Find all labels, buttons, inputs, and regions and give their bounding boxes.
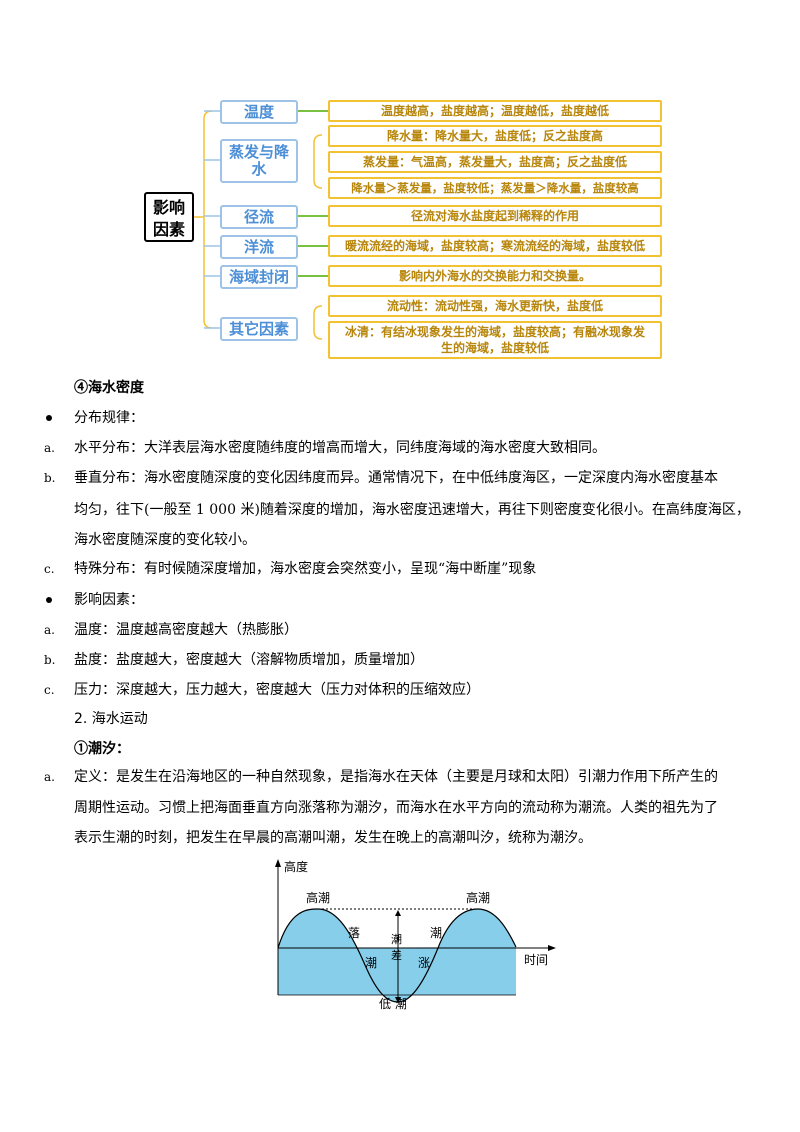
leaf-temperature: 温度越高，盐度越高；温度越低，盐度越低: [328, 100, 662, 122]
category-runoff: 径流: [220, 205, 298, 229]
vertical-distribution-line2: 均匀，往下(一般至 1 000 米)随着深度的增加，海水密度迅速增大，再往下则密…: [74, 502, 750, 518]
tide-definition-line1: 定义：是发生在沿海地区的一种自然现象，是指海水在天体（主要是月球和太阳）引潮力作…: [74, 769, 718, 785]
factor-salinity: 盐度：盐度越大，密度越大（溶解物质增加，质量增加）: [74, 652, 424, 668]
tide-definition-line2: 周期性运动。习惯上把海面垂直方向涨落称为潮汐，而海水在水平方向的流动称为潮流。人…: [74, 800, 718, 816]
category-enclosed-sea: 海域封闭: [220, 265, 298, 289]
category-evaporation: 蒸发与降 水: [220, 139, 298, 183]
special-distribution: 特殊分布：有时候随深度增加，海水密度会突然变小，呈现“海中断崖”现象: [74, 561, 537, 577]
bullet-icon: [46, 597, 52, 603]
factors-title: 影响因素：: [74, 592, 144, 608]
tide-definition-line3: 表示生潮的时刻，把发生在早晨的高潮叫潮，发生在晚上的高潮叫汐，统称为潮汐。: [74, 830, 592, 846]
list-marker: a.: [44, 770, 55, 784]
leaf-mobility: 流动性：流动性强，海水更新快，盐度低: [328, 295, 662, 317]
category-temperature: 温度: [220, 100, 298, 124]
water-fill-bottom: [278, 947, 516, 995]
rising-label-1: 涨: [418, 955, 430, 970]
range-label-2: 差: [391, 948, 402, 962]
mindmap-connectors: [194, 110, 328, 340]
falling-label-2: 潮: [365, 955, 377, 970]
x-axis-label: 时间: [524, 953, 548, 967]
rising-label-2: 潮: [430, 925, 442, 940]
leaf-precipitation: 降水量：降水量大，盐度低；反之盐度高: [328, 125, 662, 147]
y-axis-arrow: [275, 859, 281, 867]
range-label-1: 潮: [391, 932, 402, 946]
y-axis-label: 高度: [284, 859, 308, 874]
factor-temperature: 温度：温度越高密度越大（热膨胀）: [74, 622, 298, 638]
leaf-balance: 降水量＞蒸发量，盐度较低；蒸发量＞降水量，盐度较高: [328, 177, 662, 199]
motion-heading: 2. 海水运动: [74, 711, 148, 727]
high-tide-right-label: 高潮: [466, 890, 490, 905]
leaf-runoff: 径流对海水盐度起到稀释的作用: [328, 205, 662, 227]
low-tide-label: 低 潮: [379, 996, 407, 1011]
list-marker: a.: [44, 623, 55, 637]
leaf-ice: 冰清：有结冰现象发生的海域，盐度较高；有融冰现象发 生的海域，盐度较低: [328, 321, 662, 359]
tide-subheading: ①潮汐：: [74, 741, 130, 757]
factor-pressure: 压力：深度越大，压力越大，密度越大（压力对体积的压缩效应）: [74, 682, 480, 698]
horizontal-distribution: 水平分布：大洋表层海水密度随纬度的增高而增大，同纬度海域的海水密度大致相同。: [74, 440, 606, 456]
list-marker: b.: [44, 471, 56, 485]
list-marker: c.: [44, 562, 55, 576]
list-marker: a.: [44, 441, 55, 455]
category-other: 其它因素: [220, 317, 298, 341]
distribution-title: 分布规律：: [74, 410, 144, 426]
high-tide-left-label: 高潮: [306, 890, 330, 905]
tide-diagram: 高度 时间 高潮 高潮 低 潮 落 潮 潮 差 涨 潮: [275, 859, 556, 1011]
vertical-distribution-line1: 垂直分布：海水密度随深度的变化因纬度而异。通常情况下，在中低纬度海区，一定深度内…: [74, 470, 718, 486]
falling-label-1: 落: [348, 926, 360, 940]
leaf-current: 暖流流经的海域，盐度较高；寒流流经的海域，盐度较低: [328, 235, 662, 257]
leaf-enclosed-sea: 影响内外海水的交换能力和交换量。: [328, 265, 662, 287]
vertical-distribution-line3: 海水密度随深度的变化较小。: [74, 532, 256, 548]
list-marker: b.: [44, 653, 56, 667]
density-heading: ④海水密度: [74, 380, 144, 396]
list-marker: c.: [44, 683, 55, 697]
x-axis-arrow: [548, 945, 556, 951]
category-current: 洋流: [220, 235, 298, 259]
bullet-icon: [46, 415, 52, 421]
leaf-evaporation: 蒸发量：气温高，蒸发量大，盐度高；反之盐度低: [328, 151, 662, 173]
mindmap-root: 影响 因素: [144, 192, 194, 242]
